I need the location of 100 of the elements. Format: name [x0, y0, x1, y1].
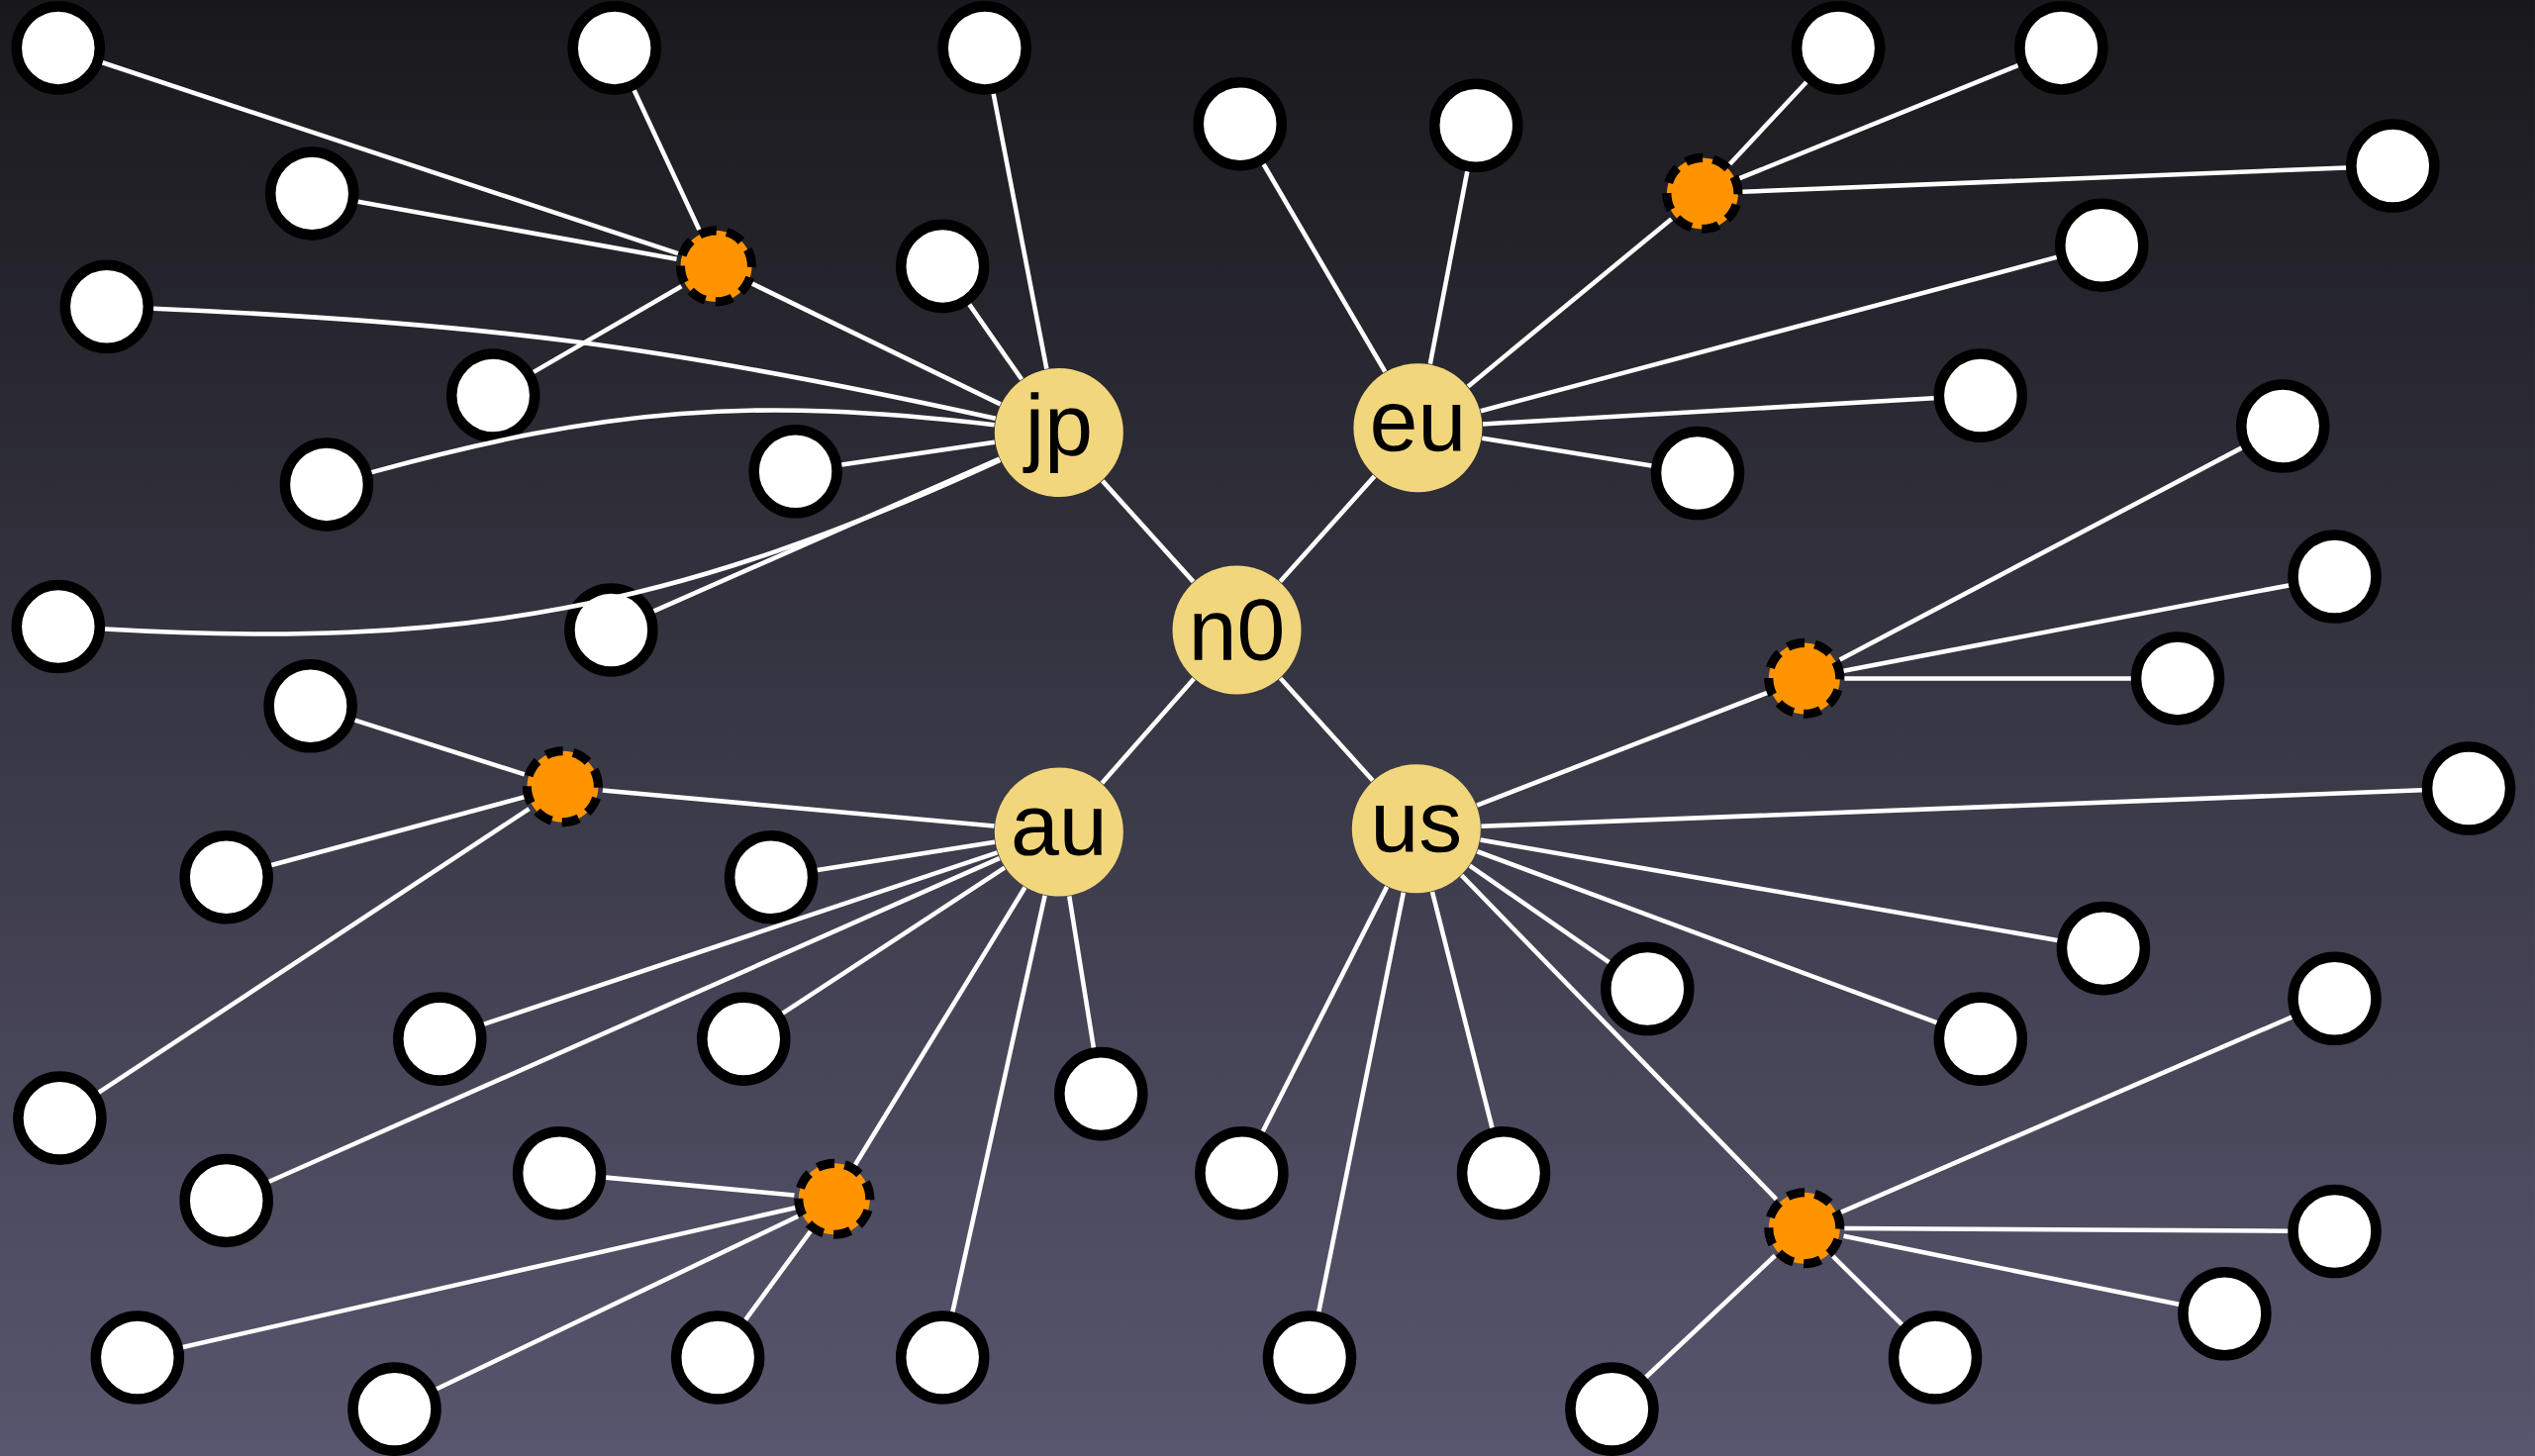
- circle-node: [512, 1125, 607, 1220]
- circle-node: [697, 992, 791, 1086]
- connector-line: [1738, 63, 2019, 181]
- dashed-circle: [522, 746, 603, 827]
- connector-line: [1727, 80, 1808, 166]
- circle-node: [263, 658, 357, 753]
- circle-node: [1428, 78, 1523, 173]
- circle-node: [179, 1153, 273, 1248]
- circle-node: [2288, 530, 2382, 624]
- circle-node: [2421, 741, 2516, 835]
- circle-node: [2346, 119, 2440, 213]
- connector-line: [1480, 254, 2058, 414]
- connector-line: [1481, 436, 1652, 468]
- dashed-circle: [675, 226, 757, 307]
- circle-node: [59, 259, 154, 353]
- connector-line: [357, 199, 677, 261]
- circle-node: [748, 425, 842, 519]
- circle-node: [347, 1362, 441, 1456]
- circle-node: [2288, 1184, 2382, 1279]
- circle-node: [1195, 1125, 1289, 1220]
- circle-node: [2056, 901, 2151, 996]
- circle-node: [1262, 1310, 1357, 1405]
- connector-line: [1100, 677, 1196, 785]
- connector-line: [1840, 1015, 2293, 1214]
- connector-line: [1066, 896, 1097, 1048]
- connector-line: [1476, 690, 1768, 808]
- connector-line: [1481, 788, 2422, 829]
- connector-line: [270, 795, 525, 868]
- circle-node: [895, 1310, 990, 1405]
- circle-node: [2178, 1267, 2272, 1361]
- dashed-circle: [1764, 637, 1845, 719]
- dashed-circle: [1764, 1188, 1845, 1269]
- connector-line: [743, 1229, 813, 1321]
- connector-line: [101, 60, 679, 256]
- connector-line: [781, 865, 1007, 1016]
- circle-node: [11, 579, 106, 674]
- connector-line: [1101, 479, 1196, 584]
- circle-node: [2055, 198, 2149, 292]
- connector-line: [751, 281, 1002, 407]
- circle-node: [393, 992, 487, 1086]
- connector-line: [1316, 892, 1407, 1312]
- connector-line: [1742, 165, 2347, 195]
- circle-node: [2288, 951, 2382, 1046]
- circle-node: [1601, 941, 1695, 1036]
- connector-line: [1459, 873, 1779, 1202]
- circle-node: [1456, 1125, 1551, 1220]
- connector-line: [853, 886, 1027, 1166]
- circle-node: [1193, 76, 1287, 171]
- connector-line: [1482, 396, 1934, 427]
- circle-node: [567, 1, 661, 95]
- connector-line: [841, 439, 996, 467]
- connector-line: [1844, 1225, 2289, 1233]
- connector-line: [182, 1206, 796, 1350]
- connector-line: [268, 856, 1001, 1184]
- connector-line: [1260, 885, 1390, 1133]
- connector-line: [1466, 217, 1674, 389]
- connector-line: [1831, 1254, 1904, 1326]
- circle-node: [445, 348, 540, 442]
- connector-line: [1429, 891, 1495, 1128]
- connector-line: [1427, 170, 1470, 365]
- circle-node: [264, 146, 359, 241]
- circle-node: [670, 1310, 765, 1405]
- circle-node: [1933, 348, 2028, 442]
- connector-line: [652, 456, 1001, 614]
- circle-node: [724, 830, 819, 924]
- circle-node: [13, 1071, 107, 1165]
- connector-line: [817, 839, 996, 873]
- circle-node: [1888, 1310, 1983, 1405]
- circle-node: [2235, 379, 2330, 473]
- connector-line: [1843, 1233, 2180, 1308]
- circle-node: [1650, 426, 1745, 521]
- connector-line: [483, 850, 999, 1026]
- circle-node: [1933, 992, 2028, 1086]
- connector-line: [370, 408, 995, 475]
- connector-line: [1480, 837, 2058, 943]
- connector-line: [967, 303, 1024, 381]
- connector-line: [1278, 676, 1375, 783]
- connector-line: [436, 1213, 800, 1392]
- circle-node: [11, 1, 106, 95]
- circle-node: [2130, 631, 2225, 726]
- circle-node: [179, 830, 273, 924]
- circle-node: [937, 1, 1031, 95]
- connector-line: [632, 89, 702, 232]
- circle-node: [279, 437, 374, 532]
- connector-line: [97, 807, 531, 1095]
- connector-line: [1278, 474, 1377, 583]
- connector-line: [991, 93, 1049, 370]
- circle-node: [1565, 1362, 1659, 1456]
- connector-line: [1838, 445, 2243, 662]
- connector-line: [152, 306, 997, 422]
- connector-line: [950, 895, 1047, 1312]
- connector-line: [1844, 676, 2131, 681]
- connector-line: [1476, 849, 1938, 1025]
- connector-line: [1261, 162, 1388, 373]
- connector-line: [353, 718, 526, 777]
- connector-line: [1468, 863, 1610, 964]
- connector-line: [532, 284, 683, 374]
- dashed-circle: [794, 1158, 875, 1239]
- circle-node: [895, 219, 990, 314]
- circle-node: [1791, 1, 1886, 95]
